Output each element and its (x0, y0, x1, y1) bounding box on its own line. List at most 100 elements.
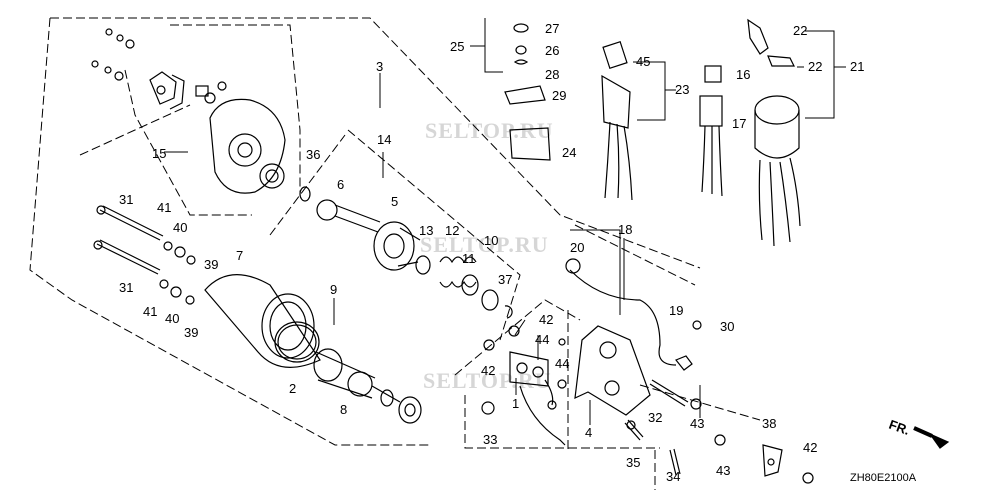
spring-12 (439, 256, 477, 288)
callout-label: 27 (545, 21, 559, 36)
callout-label: 22 (808, 59, 822, 74)
group-outline-left (79, 104, 191, 156)
group-outline-14b (269, 134, 346, 236)
callout-label: 40 (165, 311, 179, 326)
callout-label: 42 (803, 440, 817, 455)
callout-label: 17 (732, 116, 746, 131)
callout-label: 34 (666, 469, 680, 484)
callout-label: 15 (152, 146, 166, 161)
clip-37 (504, 305, 513, 319)
group-outline-18 (574, 224, 696, 286)
cap-44b (557, 379, 567, 389)
callout-label: 41 (143, 304, 157, 319)
nut-42 (508, 325, 520, 337)
leader-42a (514, 319, 526, 336)
callout-label: 44 (535, 332, 549, 347)
fr-arrow-head (928, 432, 950, 449)
watermark-text: SELTOP.RU (423, 368, 552, 393)
callout-label: 12 (445, 223, 459, 238)
bolt-30 (692, 320, 702, 330)
bolt-42c (802, 472, 814, 484)
group-outline-3 (50, 17, 701, 269)
terminal-19 (675, 355, 693, 371)
solenoid-1 (509, 351, 566, 446)
callout-label: 32 (648, 410, 662, 425)
bracket-38-hole (767, 458, 775, 466)
ignition-switch-21 (754, 95, 801, 247)
callout-label: 38 (762, 416, 776, 431)
bolt-20 (565, 258, 581, 274)
fr-arrow-shaft (913, 426, 933, 438)
bracket-18 (570, 229, 621, 315)
parts-layer (91, 18, 950, 484)
screw-set-top-left (91, 28, 135, 81)
callout-label: 20 (570, 240, 584, 255)
bracket-38 (762, 444, 783, 477)
callout-label: 16 (736, 67, 750, 82)
callout-label: 43 (690, 416, 704, 431)
front-direction-label: FR. (887, 417, 912, 438)
callout-label: 3 (376, 59, 383, 74)
ring-10 (481, 289, 499, 311)
callout-label: 13 (419, 223, 433, 238)
bearing-9 (380, 389, 422, 424)
callout-label: 23 (675, 82, 689, 97)
callout-label: 42 (539, 312, 553, 327)
cap-44 (558, 338, 566, 346)
bolt-35-head (626, 420, 636, 430)
callout-label: 39 (204, 257, 218, 272)
bolt-34 (669, 448, 681, 476)
armature-8 (313, 348, 401, 403)
group-outline-14 (347, 129, 521, 341)
callout-label: 37 (498, 272, 512, 287)
callout-label: 8 (340, 402, 347, 417)
callout-label: 39 (184, 325, 198, 340)
callout-label: 31 (119, 192, 133, 207)
bracket-45-23 (633, 61, 666, 121)
connector-17 (699, 95, 723, 197)
callout-label: 33 (483, 432, 497, 447)
callout-label: 4 (585, 425, 592, 440)
relay-23 (601, 74, 633, 201)
watermark-text: SELTOP.RU (425, 118, 554, 143)
callout-label: 18 (618, 222, 632, 237)
callout-label: 6 (337, 177, 344, 192)
callout-label: 42 (481, 363, 495, 378)
callout-label: 22 (793, 23, 807, 38)
callout-label: 36 (306, 147, 320, 162)
callout-label: 30 (720, 319, 734, 334)
end-cover-15 (209, 98, 286, 194)
o-ring-2 (274, 321, 320, 363)
o-ring-2-inner (277, 324, 317, 360)
group-outline-main (29, 17, 430, 446)
nut-43b (714, 434, 726, 446)
gear-5 (373, 221, 421, 271)
callout-label: 14 (377, 132, 391, 147)
callout-label: 10 (484, 233, 498, 248)
pinion-shaft-6 (316, 199, 381, 233)
callout-label: 1 (512, 396, 519, 411)
nut-43a (690, 398, 702, 410)
bolt-32 (649, 379, 689, 407)
callout-label: 21 (850, 59, 864, 74)
bracket-24 (509, 127, 551, 161)
callout-label: 5 (391, 194, 398, 209)
callout-label: 19 (669, 303, 683, 318)
callout-label: 26 (545, 43, 559, 58)
callout-label: 40 (173, 220, 187, 235)
callout-labels: 3 14 15 36 6 5 31 41 40 39 7 31 41 40 39… (119, 21, 864, 484)
callout-label: 35 (626, 455, 640, 470)
group-outline-15b (124, 69, 252, 216)
cap-16 (704, 65, 722, 83)
group-outlines (29, 17, 761, 490)
ring-11 (461, 274, 479, 296)
washer-36 (299, 186, 311, 202)
keys-22 (747, 18, 795, 67)
callout-label: 24 (562, 145, 576, 160)
kit-25 (504, 23, 546, 105)
ring-13 (415, 255, 431, 275)
callout-label: 45 (636, 54, 650, 69)
brush-holder (149, 71, 227, 110)
